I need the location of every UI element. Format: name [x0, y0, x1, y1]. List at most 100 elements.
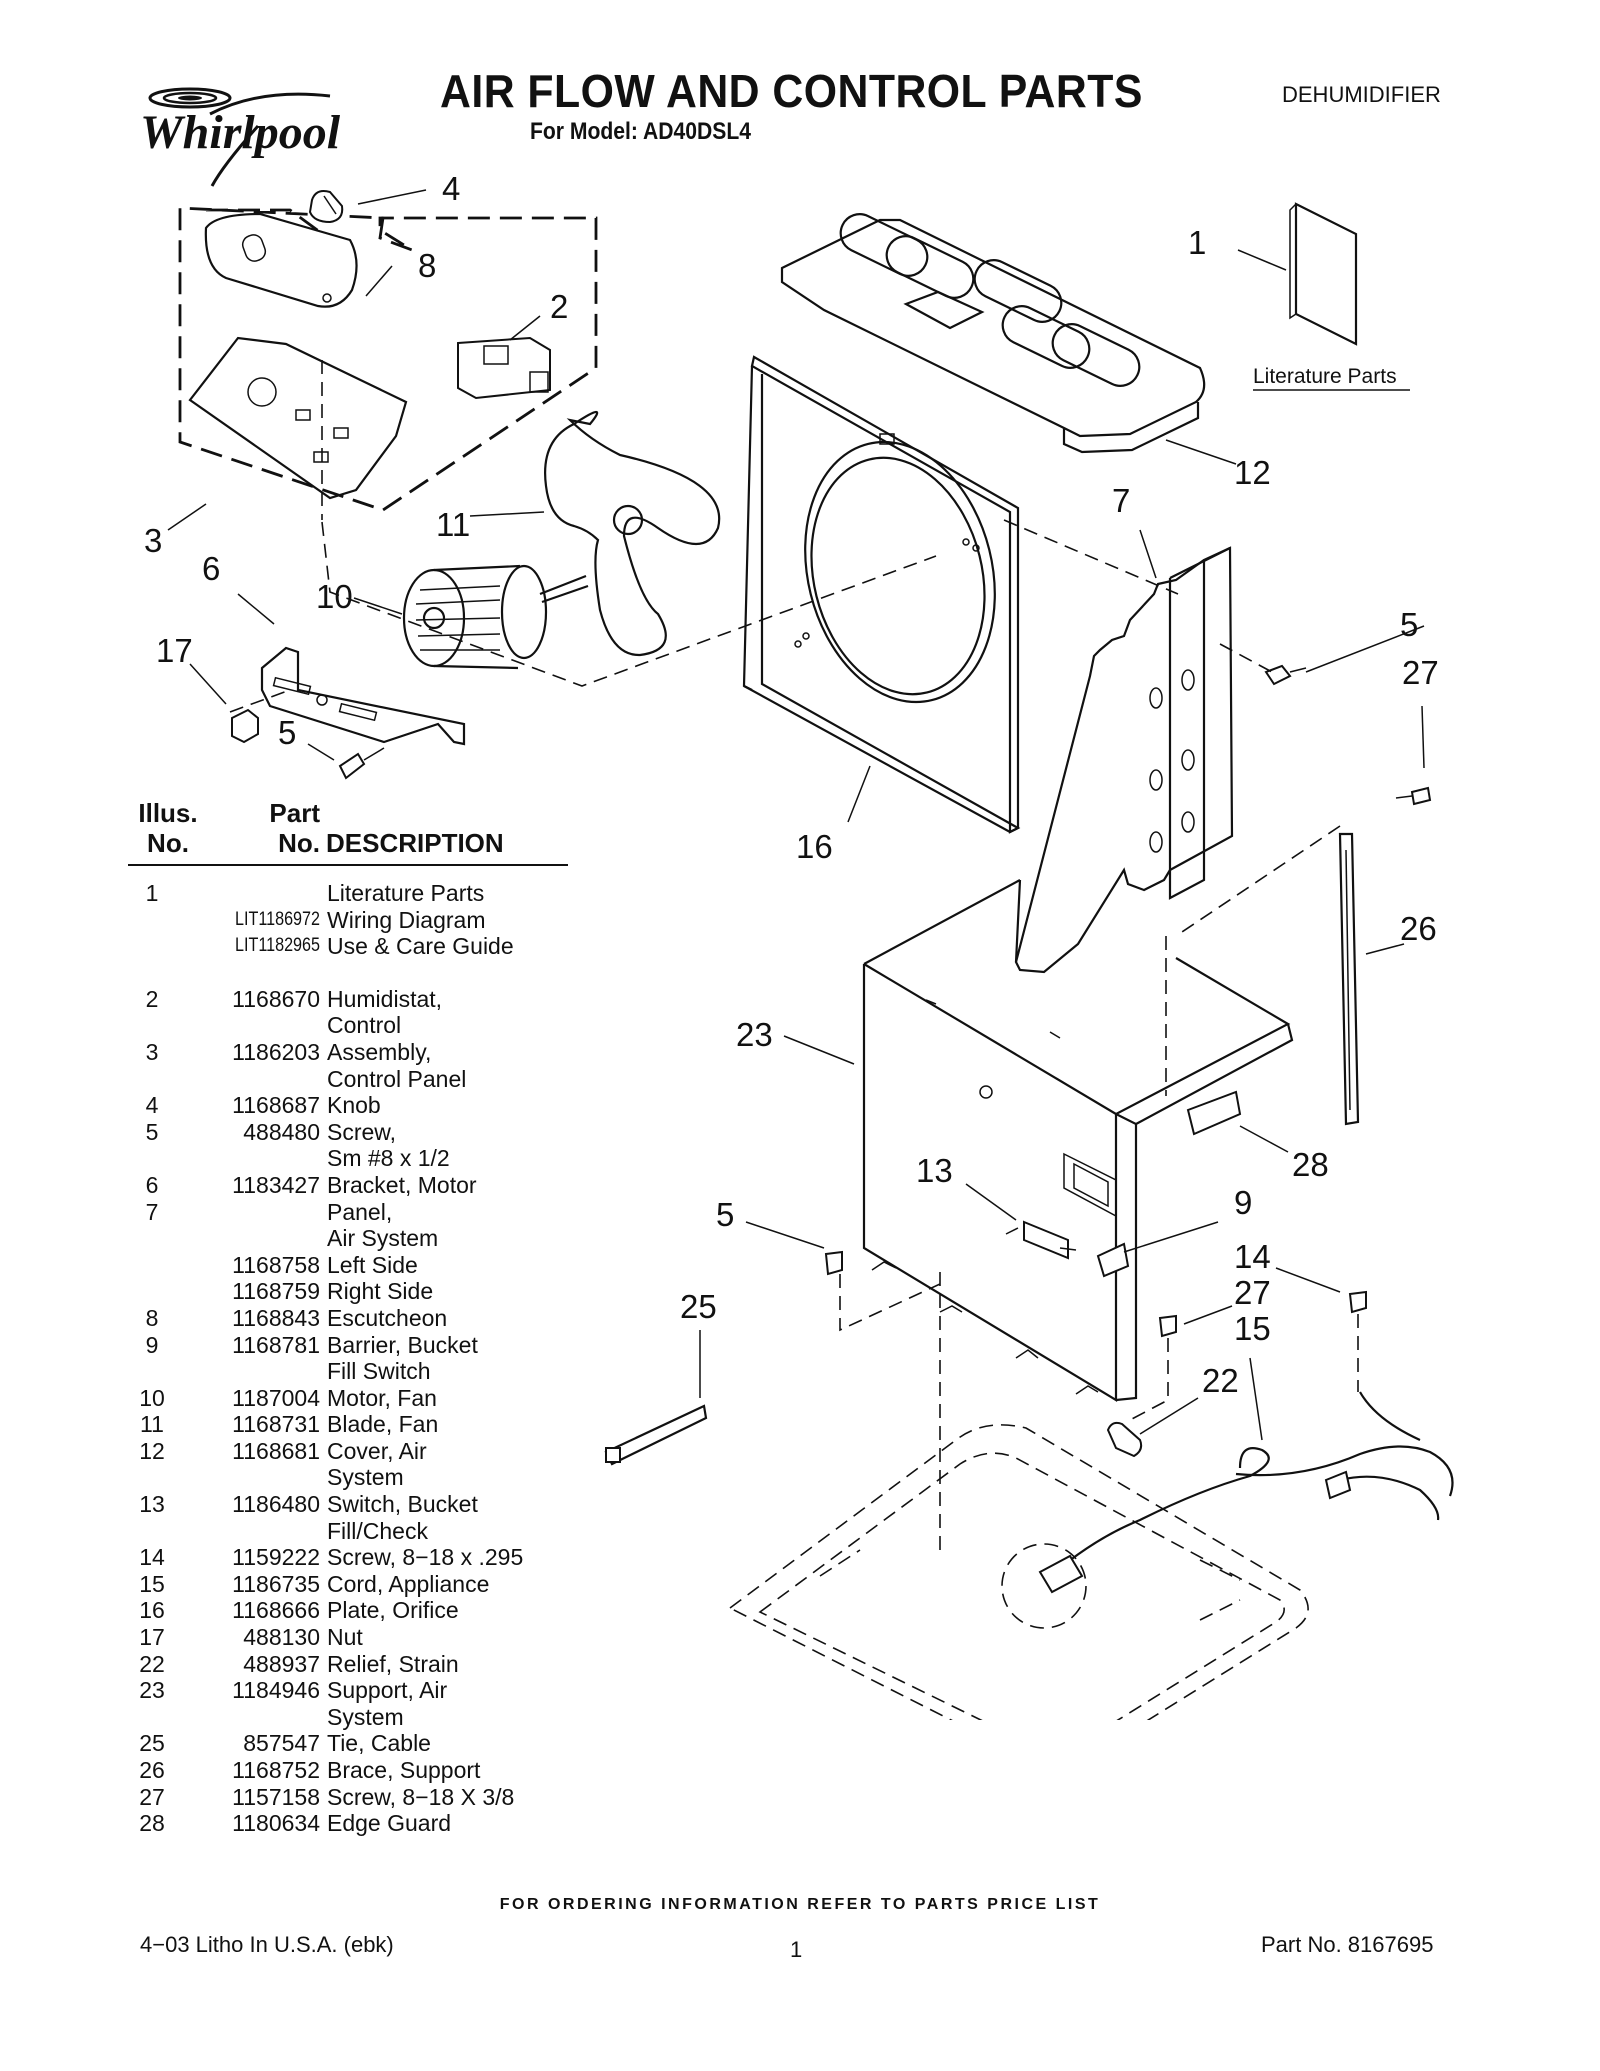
- callout-15: 15: [1234, 1310, 1271, 1347]
- litho-note: 4−03 Litho In U.S.A. (ebk): [140, 1932, 394, 1957]
- part-no-cell: 857547: [243, 1730, 320, 1757]
- support-brace: [1338, 832, 1360, 1126]
- part-no-cell: 1186480: [232, 1491, 320, 1518]
- description-cell: Humidistat,: [327, 985, 443, 1012]
- brand-wordmark: Whirlpool: [140, 106, 341, 159]
- description-cell: Panel,: [327, 1198, 393, 1225]
- illus-no-cell: 13: [139, 1491, 165, 1518]
- screw-27-upper: [1410, 786, 1432, 806]
- callout-5-lower: 5: [716, 1196, 734, 1233]
- description-cell: Blade, Fan: [327, 1411, 439, 1438]
- illus-no-cell: 12: [139, 1437, 165, 1464]
- part-no-cell: 1168670: [232, 985, 320, 1012]
- table-row: Air System: [128, 1225, 568, 1252]
- illus-no-cell: 22: [139, 1650, 165, 1677]
- callout-9: 9: [1234, 1184, 1252, 1221]
- description-cell: Cover, Air: [327, 1437, 427, 1464]
- page-number: 1: [790, 1937, 803, 1962]
- table-row: System: [128, 1464, 568, 1491]
- table-row: Control: [128, 1012, 568, 1039]
- description-cell: Screw, 8−18 x .295: [327, 1544, 524, 1571]
- description-cell: Tie, Cable: [327, 1730, 431, 1757]
- description-cell: Control: [327, 1012, 402, 1039]
- part-no-cell: 1186735: [232, 1570, 320, 1597]
- description-cell: Right Side: [327, 1278, 434, 1305]
- part-no-cell: LIT1182965: [234, 935, 320, 957]
- description-cell: Bracket, Motor: [327, 1171, 477, 1198]
- part-no-cell: 488937: [243, 1650, 320, 1677]
- document-part-number: Part No. 8167695: [1261, 1932, 1434, 1957]
- screw-5-lower: [824, 1250, 843, 1276]
- table-row: Control Panel: [128, 1066, 568, 1093]
- header-illus-label: Illus.: [138, 798, 198, 828]
- part-no-cell: 1187004: [232, 1384, 320, 1411]
- description-cell: Brace, Support: [327, 1757, 481, 1783]
- appliance-cord: [1038, 1391, 1454, 1594]
- description-cell: Motor, Fan: [327, 1384, 437, 1411]
- description-cell: Fill/Check: [327, 1517, 428, 1544]
- illus-no-cell: 28: [139, 1810, 165, 1837]
- description-cell: Control Panel: [327, 1065, 467, 1092]
- part-no-cell: 1186203: [232, 1038, 320, 1065]
- description-cell: Literature Parts: [327, 880, 485, 906]
- callout-11: 11: [436, 506, 470, 543]
- callout-5-right: 5: [1400, 606, 1418, 643]
- callout-27-upper: 27: [1402, 654, 1439, 691]
- description-cell: System: [327, 1703, 404, 1730]
- callout-8: 8: [418, 247, 436, 284]
- edge-guard: [1186, 1090, 1242, 1136]
- illus-no-cell: 5: [145, 1118, 159, 1145]
- header-description: DESCRIPTION: [326, 828, 504, 858]
- fan-motor: [402, 564, 589, 670]
- air-system-panel: [1014, 546, 1234, 974]
- callout-6: 6: [202, 550, 220, 587]
- description-cell: Relief, Strain: [327, 1650, 459, 1677]
- part-no-cell: 1168759: [232, 1278, 320, 1305]
- description-cell: Fill Switch: [327, 1358, 431, 1385]
- part-no-cell: 488130: [243, 1624, 320, 1651]
- illus-no-cell: 9: [145, 1331, 159, 1358]
- callout-27-lower: 27: [1234, 1274, 1271, 1311]
- part-no-cell: 1168687: [232, 1092, 320, 1119]
- bucket-switch-barrier: [1096, 1242, 1130, 1278]
- part-no-cell: 1168843: [232, 1304, 320, 1331]
- description-cell: Switch, Bucket: [327, 1491, 478, 1518]
- illus-no-cell: 7: [145, 1198, 159, 1225]
- description-cell: Knob: [327, 1092, 381, 1119]
- callout-10: 10: [316, 578, 353, 615]
- callout-22: 22: [1202, 1362, 1239, 1399]
- callout-23: 23: [736, 1016, 773, 1053]
- control-panel-assembly: [178, 190, 598, 512]
- description-cell: Sm #8 x 1/2: [327, 1145, 450, 1172]
- description-cell: System: [327, 1464, 404, 1491]
- table-row: 1168759 Right Side: [128, 1278, 568, 1305]
- callout-13: 13: [916, 1152, 953, 1189]
- description-cell: Use & Care Guide: [327, 933, 514, 960]
- illus-no-cell: 10: [139, 1384, 165, 1411]
- part-no-cell: 1180634: [232, 1810, 320, 1837]
- illus-no-cell: 14: [139, 1544, 165, 1571]
- part-no-cell: 1168666: [232, 1597, 320, 1624]
- illus-no-cell: 11: [140, 1411, 164, 1438]
- description-cell: Screw,: [327, 1118, 397, 1145]
- callout-5-left: 5: [278, 714, 296, 751]
- whirlpool-logo: Whirlpool: [140, 87, 341, 187]
- description-cell: Support, Air: [327, 1677, 448, 1704]
- table-row: 13 1186480 Switch, Bucket: [128, 1491, 568, 1518]
- table-row: 22 488937 Relief, Strain: [128, 1651, 568, 1678]
- part-no-cell: 1168752: [232, 1757, 320, 1783]
- table-row: Fill/Check: [128, 1518, 568, 1545]
